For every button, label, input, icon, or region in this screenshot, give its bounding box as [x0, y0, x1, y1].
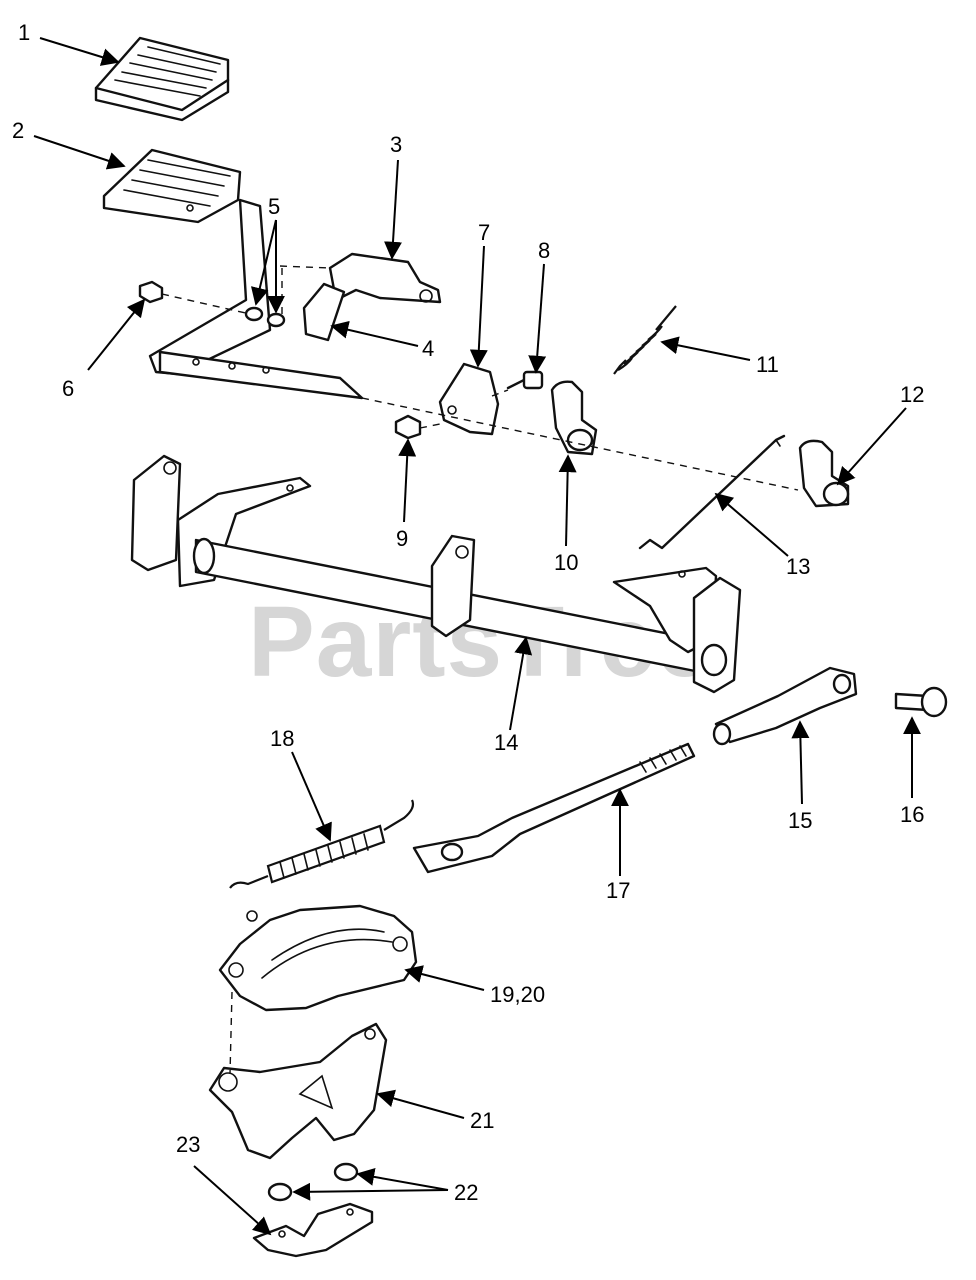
callout-2: 2	[12, 118, 24, 143]
part-1-pedal-pad[interactable]	[94, 36, 230, 122]
part-16-pin[interactable]	[894, 686, 948, 718]
part-22-washers[interactable]	[267, 1162, 359, 1202]
callout-labels: 1 2 3 4 5 6 7 8 9 10 11 12 13 14 15 16 1…	[12, 20, 924, 1205]
callout-17: 17	[606, 878, 630, 903]
part-11-spring[interactable]	[613, 305, 677, 375]
part-7-clamp[interactable]	[438, 362, 500, 436]
part-18-spring[interactable]	[229, 799, 415, 889]
part-6-nut[interactable]	[138, 280, 164, 304]
callout-15: 15	[788, 808, 812, 833]
part-10-lever[interactable]	[550, 380, 598, 456]
callout-23: 23	[176, 1132, 200, 1157]
callout-21: 21	[470, 1108, 494, 1133]
callout-18: 18	[270, 726, 294, 751]
part-21-bracket[interactable]	[208, 1022, 388, 1160]
part-17-threaded-rod[interactable]	[412, 742, 696, 874]
callout-8: 8	[538, 238, 550, 263]
part-15-clevis[interactable]	[712, 666, 858, 746]
callout-12: 12	[900, 382, 924, 407]
callout-22: 22	[454, 1180, 478, 1205]
part-4-pad[interactable]	[302, 282, 346, 342]
callout-7: 7	[478, 220, 490, 245]
callout-9: 9	[396, 526, 408, 551]
part-3-bracket[interactable]	[328, 252, 442, 304]
callout-11: 11	[756, 352, 779, 377]
part-23-plate[interactable]	[252, 1202, 374, 1258]
callout-10: 10	[554, 550, 578, 575]
callout-3: 3	[390, 132, 402, 157]
part-12-lever[interactable]	[798, 439, 850, 508]
leader-arrows	[33, 37, 921, 1236]
callout-13: 13	[786, 554, 810, 579]
callout-19-20: 19,20	[490, 982, 545, 1007]
part-2-pedal-assembly[interactable]	[102, 148, 364, 400]
part-8-bolt[interactable]	[506, 370, 544, 390]
callout-4: 4	[422, 336, 434, 361]
part-19-20-caliper[interactable]	[218, 904, 418, 1012]
part-5-nuts[interactable]	[244, 306, 286, 328]
part-13-rod[interactable]	[638, 434, 786, 550]
callout-5: 5	[268, 194, 280, 219]
part-9-nut[interactable]	[394, 414, 422, 440]
callout-1: 1	[18, 20, 30, 45]
part-14-shaft-assembly[interactable]	[130, 454, 742, 694]
callout-16: 16	[900, 802, 924, 827]
callout-14: 14	[494, 730, 518, 755]
callout-6: 6	[62, 376, 74, 401]
